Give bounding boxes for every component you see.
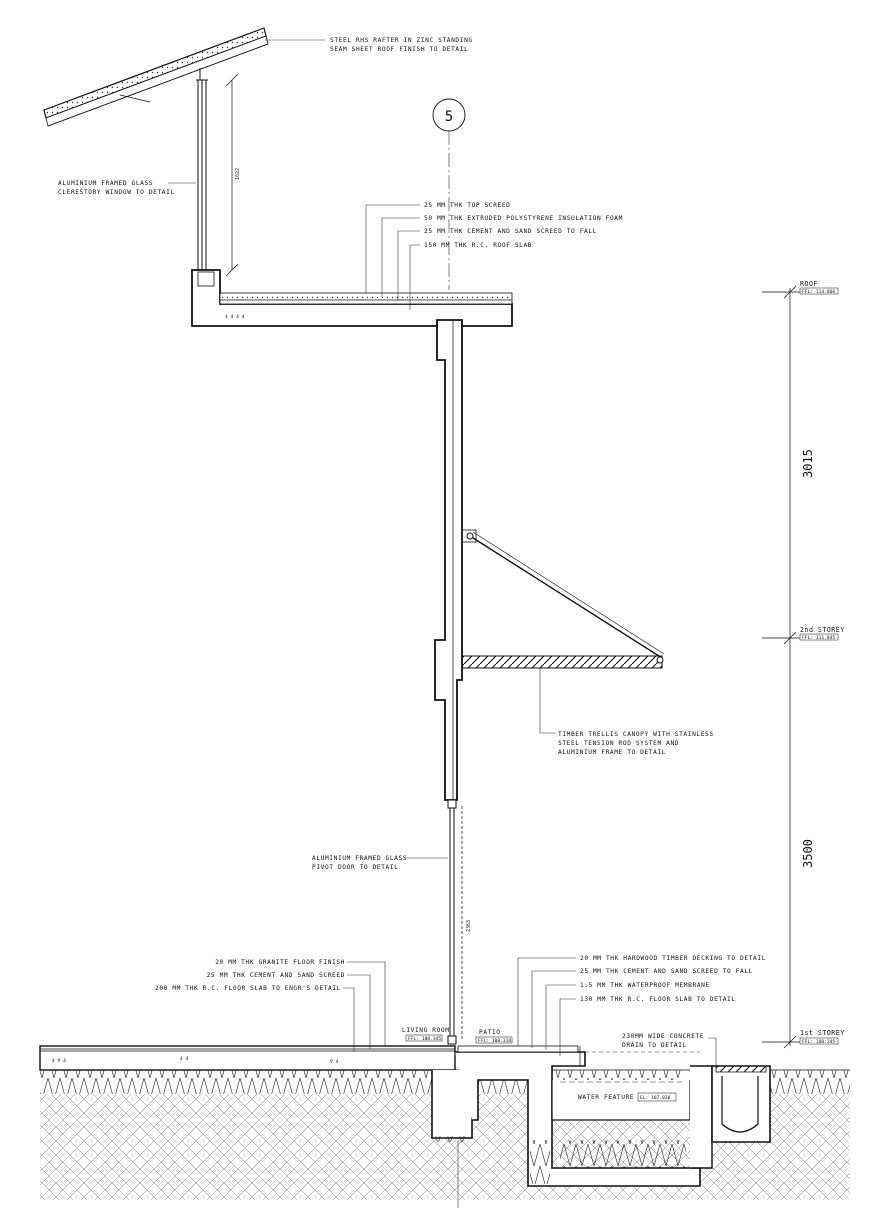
space-living-room: LIVING ROOM (402, 1027, 450, 1034)
patio-slab (455, 1045, 701, 1187)
space-patio: PATIO (479, 1029, 501, 1036)
note-patio-layer-2: 25 MM THK CEMENT AND SAND SCREED TO FALL (580, 968, 753, 975)
svg-text:4 ∇ 4: 4 ∇ 4 (52, 1058, 66, 1064)
note-clerestory-2: CLERESTORY WINDOW TO DETAIL (58, 189, 175, 196)
level-datum: ROOF FFL: 114.860 2nd STOREY FFL: 111.84… (762, 280, 845, 1049)
level-1st-name: 1st STOREY (800, 1029, 845, 1037)
concrete-drain (711, 1065, 771, 1143)
note-rafter-2: SEAM SHEET ROOF FINISH TO DETAIL (330, 46, 468, 53)
trellis-canopy (461, 529, 665, 669)
grid-line-5: 5 (432, 98, 466, 1208)
note-patio-layer-3: 1.5 MM THK WATERPROOF MEMBRANE (580, 982, 710, 989)
main-wall (434, 320, 463, 1045)
space-patio-ffl: FFL: 108.310 (478, 1038, 511, 1044)
notes: STEEL RHS RAFTER IN ZINC STANDING SEAM S… (58, 37, 766, 1049)
note-floor-layer-1: 20 MM THK GRANITE FLOOR FINISH (215, 959, 345, 966)
roof-slab: 4 4 4 4 (191, 269, 513, 327)
level-1st-ffl: FFL: 108.345 (802, 1039, 835, 1045)
note-door-2: PIVOT DOOR TO DETAIL (312, 864, 399, 871)
level-2nd-name: 2nd STOREY (800, 626, 845, 634)
note-floor-layer-3: 200 MM THK R.C. FLOOR SLAB TO ENGR'S DET… (155, 985, 341, 992)
dim-lower-storey: 3500 (801, 839, 815, 868)
note-patio-layer-1: 20 MM THK HARDWOOD TIMBER DECKING TO DET… (580, 955, 766, 962)
note-trellis-3: ALUMINIUM FRAME TO DETAIL (558, 749, 666, 756)
level-2nd-ffl: FFL: 111.845 (802, 635, 835, 641)
note-trellis-2: STEEL TENSION ROD SYSTEM AND (558, 740, 679, 747)
dim-door-text: 2363 (466, 920, 472, 932)
dim-upper-storey: 3015 (801, 449, 815, 478)
note-trellis-1: TIMBER TRELLIS CANOPY WITH STAINLESS (558, 731, 714, 738)
note-roof-layer-2: 50 MM THK EXTRUDED POLYSTYRENE INSULATIO… (424, 215, 623, 222)
note-clerestory-1: ALUMINIUM FRAMED GLASS (58, 180, 153, 187)
svg-text:4 4 4 4: 4 4 4 4 (225, 314, 245, 320)
level-roof-ffl: FFL: 114.860 (802, 289, 835, 295)
svg-text:4 4: 4 4 (180, 1056, 189, 1062)
note-floor-layer-2: 25 MM THK CEMENT AND SAND SCREED (207, 972, 345, 979)
roof-rafter (43, 27, 269, 127)
floor-slab-living: 4 ∇ 4 4 4 ∇ 4 (39, 1045, 473, 1142)
space-living-ffl: FFL: 108.345 (408, 1036, 441, 1042)
clerestory-window (196, 79, 208, 270)
leaders (168, 39, 717, 1066)
svg-text:∇ 4: ∇ 4 (329, 1059, 339, 1065)
space-labels: LIVING ROOM FFL: 108.345 PATIO FFL: 108.… (402, 1027, 677, 1102)
note-roof-layer-3: 25 MM THK CEMENT AND SAND SCREED TO FALL (424, 228, 597, 235)
note-rafter-1: STEEL RHS RAFTER IN ZINC STANDING (330, 37, 473, 44)
dim-door: 2363 (461, 806, 472, 1040)
grid-ref-label: 5 (445, 109, 453, 125)
note-drain-1: 230MM WIDE CONCRETE (622, 1033, 704, 1040)
water-feature (551, 1065, 713, 1169)
note-drain-2: DRAIN TO DETAIL (622, 1042, 687, 1049)
level-roof-name: ROOF (800, 280, 818, 288)
dim-clerestory: 1622 (225, 73, 241, 277)
note-roof-layer-4: 150 MM THK R.C. ROOF SLAB (424, 242, 532, 249)
space-water-level: EL: 107.830 (640, 1095, 671, 1101)
note-patio-layer-4: 130 MM THK R.C. FLOOR SLAB TO DETAIL (580, 996, 736, 1003)
note-door-1: ALUMINIUM FRAMED GLASS (312, 855, 407, 862)
space-water-feature: WATER FEATURE (578, 1094, 634, 1101)
dim-clerestory-text: 1622 (235, 168, 241, 180)
note-roof-layer-1: 25 MM THK TOP SCREED (424, 202, 511, 209)
